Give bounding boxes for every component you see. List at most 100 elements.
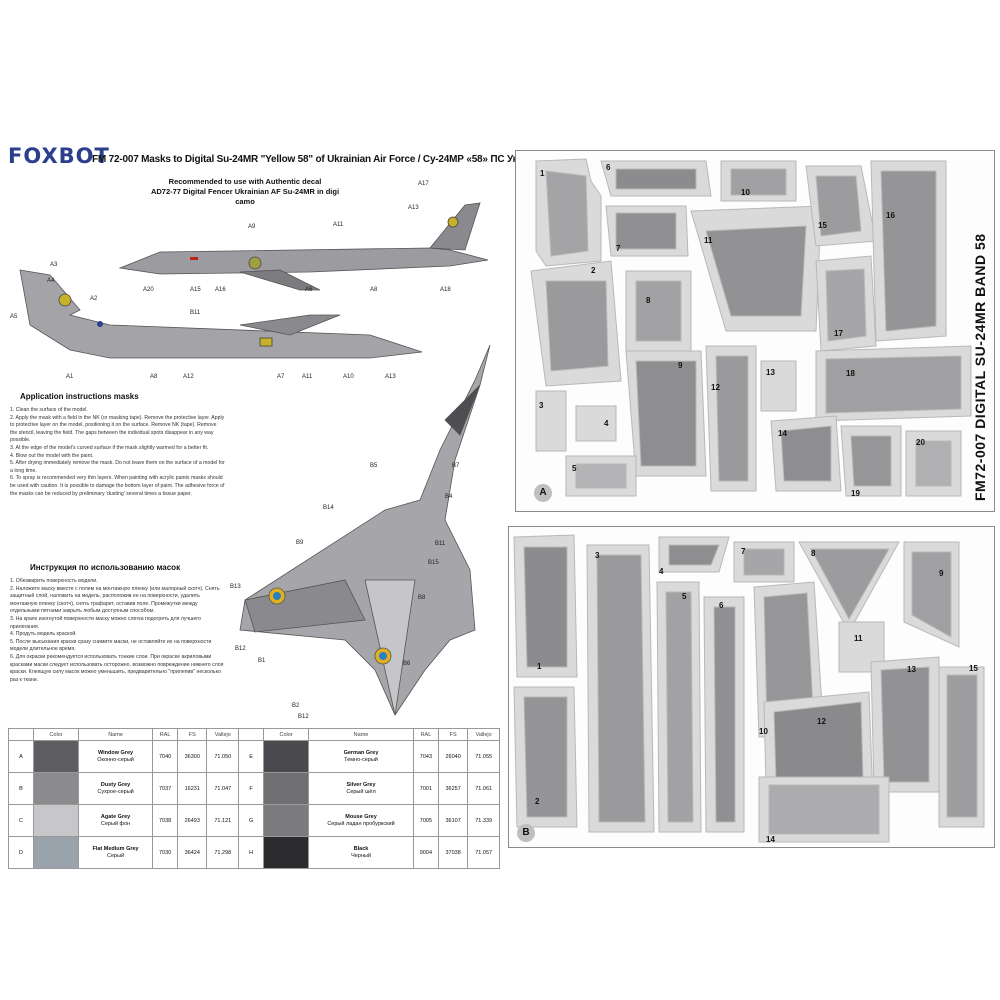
color-name-ru: Черный: [351, 852, 371, 859]
color-name-ru: Оконно-серый: [97, 756, 134, 763]
callout: A11: [302, 374, 313, 380]
page-title: FM 72-007 Masks to Digital Su-24MR "Yell…: [92, 154, 544, 165]
fs-code: 16231: [177, 772, 208, 805]
instruction-step: 6. To spray is recommended very thin lay…: [10, 475, 225, 497]
color-swatch: [263, 836, 310, 869]
instruction-step: 6. Для окраски рекомендуется использоват…: [10, 653, 224, 683]
instructions-en: Application instructions masks 1. Clean …: [10, 392, 225, 498]
callout: A7: [277, 374, 285, 380]
part-number: 15: [969, 664, 978, 673]
color-name-en: Agate Grey: [100, 813, 131, 820]
callout: A17: [418, 181, 429, 187]
color-swatch: [263, 804, 310, 837]
part-number: 10: [741, 188, 750, 197]
column-header: RAL: [152, 728, 179, 741]
part-number: 8: [811, 549, 816, 558]
vallejo-code: 71.047: [206, 772, 240, 805]
color-swatch: [263, 740, 310, 773]
part-number: 9: [678, 361, 683, 370]
color-swatch: [33, 836, 79, 869]
column-header: Color: [263, 728, 310, 741]
color-letter: A: [8, 740, 34, 773]
part-number: 1: [537, 662, 542, 671]
callout: B11: [190, 310, 201, 316]
vallejo-code: 71.121: [206, 804, 240, 837]
vallejo-code: 71.050: [206, 740, 240, 773]
color-name-en: Window Grey: [98, 749, 134, 756]
color-letter: E: [238, 740, 265, 773]
instruction-step: 2. Наложите маску вместе с полем на монт…: [10, 585, 220, 615]
part-number: 7: [741, 547, 746, 556]
part-number: 4: [604, 419, 609, 428]
callout: B12: [235, 646, 246, 652]
instruction-step: 4. Blow out the model with the paint.: [10, 452, 94, 459]
color-letter: C: [8, 804, 34, 837]
brand-logo: FOXBOT: [8, 144, 110, 168]
column-header: FS: [437, 728, 469, 741]
part-number: 15: [818, 221, 827, 230]
part-number: 11: [854, 634, 863, 643]
part-number: 4: [659, 567, 664, 576]
part-number: 7: [616, 244, 621, 253]
vallejo-code: 71.061: [467, 772, 500, 805]
color-name-ru: Серый фон: [100, 820, 131, 827]
sheet-a-title: FM72-007 DIGITAL SU-24MR BAND 58: [972, 233, 988, 501]
color-letter: F: [238, 772, 265, 805]
part-number: 3: [595, 551, 600, 560]
part-number: 20: [916, 438, 925, 447]
ral-code: 7040: [152, 740, 179, 773]
vallejo-code: 71.339: [467, 804, 500, 837]
fs-code: 37038: [437, 836, 469, 869]
fs-code: 36300: [177, 740, 208, 773]
column-header: RAL: [412, 728, 439, 741]
callout: A10: [343, 374, 354, 380]
part-number: 10: [759, 727, 768, 736]
column-header: Vallejo: [206, 728, 240, 741]
instructions-heading-ru: Инструкция по использованию масок: [30, 563, 181, 572]
callout: B2: [292, 703, 300, 709]
aircraft-side-views: [19, 202, 489, 359]
callout: B14: [323, 505, 334, 511]
instruction-step: 2. Apply the mask with a field in the NK…: [10, 414, 225, 444]
callout: A13: [385, 374, 396, 380]
vallejo-code: 71.298: [206, 836, 240, 869]
fs-code: 36107: [437, 804, 469, 837]
callout: B4: [445, 494, 453, 500]
part-number: 5: [572, 464, 577, 473]
part-number: 6: [606, 163, 611, 172]
mask-sheet-a: A FM72-007 DIGITAL SU-24MR BAND 58 1 6 1…: [515, 150, 995, 512]
callout: A1: [66, 374, 74, 380]
color-letter: G: [238, 804, 265, 837]
part-number: 11: [704, 236, 713, 245]
fs-code: 36257: [437, 772, 469, 805]
callout: B11: [435, 541, 446, 547]
instruction-step: 3. At the edge of the model's curved sur…: [10, 444, 209, 451]
vallejo-code: 71.055: [467, 740, 500, 773]
part-number: 17: [834, 329, 843, 338]
color-letter: H: [238, 836, 265, 869]
sheet-letter-b: B: [517, 824, 535, 842]
callout: A12: [183, 374, 194, 380]
instruction-step: 5. After drying immediately remove the m…: [10, 460, 225, 474]
ral-code: 7038: [152, 804, 179, 837]
callout: A18: [440, 287, 451, 293]
ral-code: 9004: [412, 836, 439, 869]
color-name-en: Silver Grey: [346, 781, 376, 788]
ral-code: 7030: [152, 836, 179, 869]
color-swatch: [263, 772, 310, 805]
callout: A8: [370, 287, 378, 293]
callout: B12: [298, 714, 309, 720]
callout: A13: [408, 205, 419, 211]
callout: B9: [296, 540, 304, 546]
callout: B8: [418, 595, 426, 601]
color-table: Color Name RAL FS Vallejo Color Name RAL…: [8, 728, 500, 869]
color-name-en: Dusty Grey: [100, 781, 131, 788]
ral-code: 7043: [412, 740, 439, 773]
callout: A4: [47, 278, 55, 284]
